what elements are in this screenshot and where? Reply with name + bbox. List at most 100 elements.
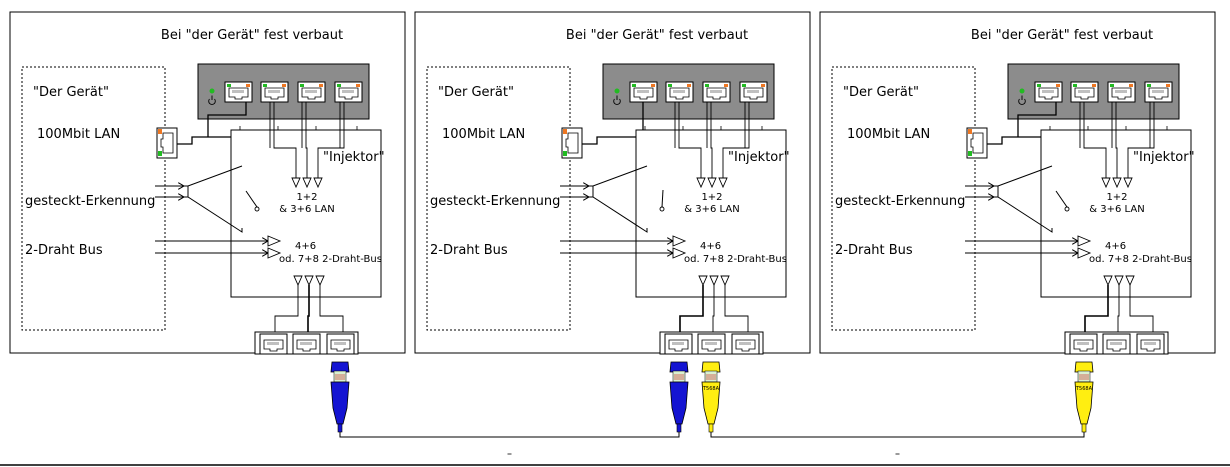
device-lan-wire <box>987 136 1041 145</box>
cable-run-1-2 <box>339 432 680 438</box>
lan-pair-wire <box>1115 102 1118 178</box>
plug-label: T568A <box>1075 386 1093 392</box>
lan-driver-triangle <box>313 177 323 189</box>
plug-wires <box>674 374 684 380</box>
led-green <box>227 84 231 87</box>
lan-pair-wire <box>273 102 297 178</box>
detect-sense-line <box>994 196 1053 233</box>
device-lan-port <box>156 127 178 159</box>
output-port-2 <box>697 333 726 355</box>
detect-sense-line <box>184 196 243 233</box>
output-driver-triangle <box>1125 275 1135 287</box>
output-wire <box>1084 285 1109 334</box>
bus-driver-triangle <box>267 247 282 259</box>
pins-lan-line2: & 3+6 LAN <box>279 204 334 215</box>
rj45-plug-icon <box>669 361 689 373</box>
rj45-port-icon <box>263 339 284 352</box>
device-lan-port <box>966 127 988 159</box>
rj45-plug-icon <box>330 361 350 373</box>
port-contacts <box>334 342 346 345</box>
led-orange <box>319 84 323 87</box>
cable-tail <box>1081 423 1087 433</box>
rj45-port-icon <box>160 132 174 154</box>
led-green <box>705 84 709 87</box>
output-wire <box>724 285 749 334</box>
port-contacts <box>673 90 685 93</box>
lan-driver-triangle <box>696 177 706 189</box>
port-contacts <box>672 342 684 345</box>
bus-driver-triangle <box>1077 247 1092 259</box>
switch-port-4 <box>739 81 768 103</box>
lan-pair-wire <box>305 102 308 178</box>
lan-driver-triangle <box>302 177 312 189</box>
panel-frame <box>9 11 406 354</box>
bus-label: 2-Draht Bus <box>835 243 913 258</box>
port-contacts <box>710 90 722 93</box>
cable-run-2-3 <box>710 432 1085 438</box>
output-driver-triangle <box>1103 275 1113 287</box>
led-green <box>158 151 162 156</box>
injector-label: "Injektor" <box>1133 150 1195 165</box>
led-green <box>300 84 304 87</box>
switch-pivot <box>1064 206 1070 212</box>
detect-switch-contact <box>661 189 664 208</box>
output-port-2 <box>1102 333 1131 355</box>
plug-wires <box>335 374 345 380</box>
detect-label: gesteckt-Erkennung <box>25 194 155 209</box>
device-box <box>21 66 166 331</box>
switch-power-led <box>209 88 215 94</box>
output-driver-triangle <box>304 275 314 287</box>
led-green <box>668 84 672 87</box>
led-orange <box>724 84 728 87</box>
output-port-1 <box>259 333 288 355</box>
output-wire <box>679 285 704 334</box>
lan-label: 100Mbit LAN <box>37 127 120 142</box>
rj45-port-icon <box>1073 339 1094 352</box>
port-contacts <box>705 342 717 345</box>
device-label: "Der Gerät" <box>843 85 919 100</box>
switch-port-2 <box>260 81 289 103</box>
switch-port-3 <box>1107 81 1136 103</box>
pins-bus-line2: od. 7+8 2-Draht-Bus <box>684 254 787 265</box>
rj45-port-icon <box>1038 87 1059 100</box>
led-orange <box>1056 84 1060 87</box>
patch-cable-1 <box>330 361 350 433</box>
rj45-port-icon <box>296 339 317 352</box>
lan-driver-triangle <box>291 177 301 189</box>
port-frame <box>561 127 583 159</box>
rj45-port-icon <box>264 87 285 100</box>
pins-bus-line1: 4+6 <box>295 241 316 252</box>
rj45-port-icon <box>1140 339 1161 352</box>
led-green <box>632 84 636 87</box>
output-port-2 <box>292 333 321 355</box>
panel-frame <box>414 11 811 354</box>
plug-wires <box>1079 374 1089 380</box>
switch-port-4 <box>1144 81 1173 103</box>
panel-title: Bei "der Gerät" fest verbaut <box>566 28 748 43</box>
lan-pair-wire <box>710 102 713 178</box>
plug-boot <box>701 381 721 425</box>
plug-boot <box>330 381 350 425</box>
pins-bus-line1: 4+6 <box>1105 241 1126 252</box>
port-contacts <box>747 90 759 93</box>
rj45-port-icon <box>338 87 359 100</box>
led-green <box>263 84 267 87</box>
rj45-port-icon <box>669 87 690 100</box>
rj45-port-icon <box>330 339 351 352</box>
lan-driver-triangle <box>1123 177 1133 189</box>
led-orange <box>246 84 250 87</box>
port-contacts <box>1077 342 1089 345</box>
pins-bus-line1: 4+6 <box>700 241 721 252</box>
led-green <box>1037 84 1041 87</box>
port-contacts <box>739 342 751 345</box>
port-frame <box>966 127 988 159</box>
output-driver-triangle <box>293 275 303 287</box>
output-port-3 <box>326 333 355 355</box>
pins-lan-line1: 1+2 <box>296 192 317 203</box>
patch-cable-2 <box>669 361 689 433</box>
lan-pair-wire <box>722 102 750 178</box>
pins-lan-line1: 1+2 <box>1106 192 1127 203</box>
bus-driver-triangle <box>672 235 687 247</box>
output-wire <box>319 285 344 334</box>
output-wire <box>712 285 715 334</box>
